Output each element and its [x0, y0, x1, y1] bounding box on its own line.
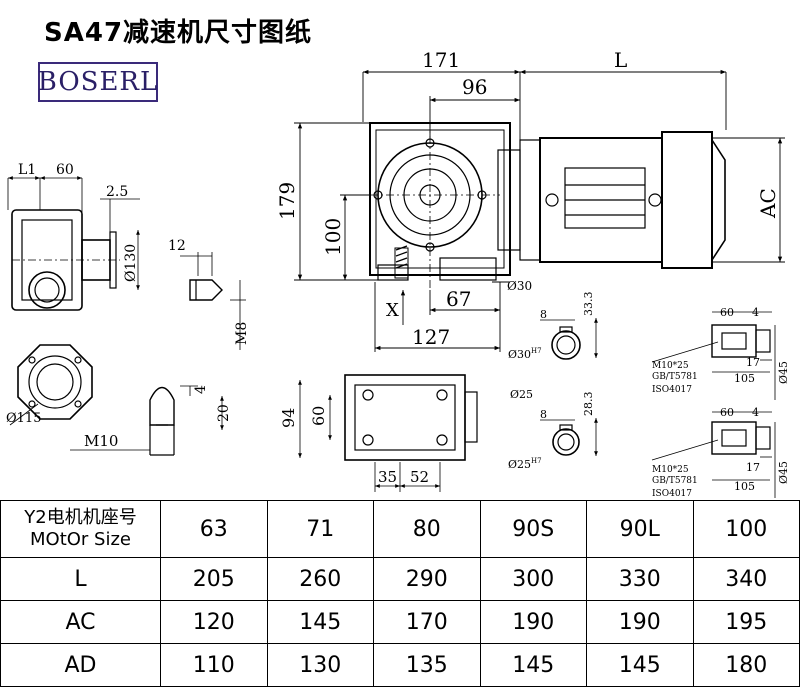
table-cell: 145 [479, 643, 587, 687]
header-motor-size: MOtOr Size [30, 529, 131, 550]
hollow-shaft-30-section [540, 318, 598, 360]
dim-60-bottom: 60 [309, 406, 328, 426]
hollow-shaft-25-section [540, 418, 598, 456]
bolt-a-iso: ISO4017 [652, 385, 692, 395]
table-cell: 120 [160, 600, 268, 644]
dim-12: 12 [168, 238, 186, 254]
hollow-25-h7: Ø25H7 [508, 457, 542, 471]
dim-L: L [614, 48, 627, 72]
dim-O25: Ø25 [510, 388, 533, 401]
table-cell: 130 [266, 643, 374, 687]
table-row: L 205 260 290 300 330 340 [0, 557, 800, 601]
dim-130: Ø130 [123, 244, 139, 282]
dim-M8: M8 [234, 322, 250, 345]
key-28-3: 28.3 [582, 392, 595, 417]
side-view [7, 176, 140, 311]
table-cell: 135 [373, 643, 481, 687]
key-8-a: 8 [540, 308, 547, 321]
dim-30: Ø30 [507, 279, 532, 293]
dim-60-side: 60 [56, 162, 74, 178]
table-row: AD 110 130 135 145 145 180 [0, 643, 800, 687]
dim-94: 94 [279, 408, 298, 428]
row-label: AD [0, 643, 161, 687]
size-cell: 90L [586, 500, 694, 558]
main-gearbox-view [369, 120, 541, 290]
table-cell: 300 [479, 557, 587, 601]
dim-127: 127 [412, 325, 450, 349]
table-cell: 195 [692, 600, 800, 644]
table-cell: 290 [373, 557, 481, 601]
dim-96: 96 [462, 75, 487, 99]
bolt-a-gb: GB/T5781 [652, 372, 698, 382]
bolt-b-4: 4 [752, 406, 759, 419]
table-header-cell: Y2电机机座号 MOtOr Size [0, 500, 161, 558]
table-cell: 145 [586, 643, 694, 687]
table-cell: 340 [692, 557, 800, 601]
bolt-a-m10: M10*25 [652, 361, 689, 371]
hollow-30-h7: Ø30H7 [508, 347, 542, 361]
bolt-b-gb: GB/T5781 [652, 476, 698, 486]
dim-4: 4 [193, 385, 209, 394]
bolt-a-4: 4 [752, 306, 759, 319]
dim-115: Ø115 [6, 411, 41, 426]
dim-52: 52 [410, 468, 429, 486]
dim-67: 67 [446, 287, 471, 311]
table-cell: 110 [160, 643, 268, 687]
flange-view [9, 344, 93, 426]
dim-M10: M10 [84, 432, 118, 450]
size-cell: 100 [692, 500, 800, 558]
dimension-table: Y2电机机座号 MOtOr Size 63 71 80 90S 90L 100 … [0, 500, 800, 687]
dim-35: 35 [378, 468, 397, 486]
key-8-b: 8 [540, 408, 547, 421]
table-cell: 170 [373, 600, 481, 644]
bolt-b-17: 17 [746, 461, 760, 474]
table-row: AC 120 145 170 190 190 195 [0, 600, 800, 644]
table-cell: 145 [266, 600, 374, 644]
bolt-detail-a [651, 311, 776, 400]
bolt-a-17: 17 [746, 356, 760, 369]
bottom-view [298, 374, 478, 492]
bolt-detail-b [651, 411, 776, 498]
row-label: AC [0, 600, 161, 644]
bolt-a-60: 60 [720, 306, 734, 319]
shaft-key-detail-1 [180, 252, 246, 350]
size-cell: 71 [266, 500, 374, 558]
table-cell: 330 [586, 557, 694, 601]
size-cell: 80 [373, 500, 481, 558]
size-cell: 90S [479, 500, 587, 558]
main-motor-view [539, 131, 726, 269]
dim-AC: AC [756, 188, 780, 219]
bolt-b-iso: ISO4017 [652, 489, 692, 499]
table-cell: 260 [266, 557, 374, 601]
dim-2-5: 2.5 [106, 184, 128, 200]
bolt-a-45: Ø45 [777, 361, 790, 384]
technical-drawing: 171 L 96 AC 179 100 X 67 127 Ø30 L1 60 2… [6, 48, 790, 499]
table-cell: 190 [586, 600, 694, 644]
dim-X: X [386, 300, 399, 321]
shaft-key-detail-2 [70, 385, 224, 456]
dim-100: 100 [321, 218, 345, 256]
table-cell: 205 [160, 557, 268, 601]
bolt-b-105: 105 [734, 480, 755, 493]
bolt-b-60: 60 [720, 406, 734, 419]
dim-20: 20 [216, 404, 232, 422]
table-cell: 180 [692, 643, 800, 687]
dim-L1: L1 [18, 162, 36, 178]
main-dimensions [294, 69, 785, 352]
bolt-b-45: Ø45 [777, 461, 790, 484]
bolt-a-105: 105 [734, 372, 755, 385]
brand-logo: BOSERL [38, 62, 158, 102]
dim-171: 171 [422, 48, 460, 72]
table-cell: 190 [479, 600, 587, 644]
bolt-b-m10: M10*25 [652, 465, 689, 475]
row-label: L [0, 557, 161, 601]
key-33-3: 33.3 [582, 292, 595, 317]
drawing-title: SA47减速机尺寸图纸 [44, 18, 313, 48]
size-cell: 63 [160, 500, 268, 558]
header-motor-frame: Y2电机机座号 [24, 507, 137, 528]
table-row: Y2电机机座号 MOtOr Size 63 71 80 90S 90L 100 [0, 500, 800, 558]
dim-179: 179 [275, 182, 299, 220]
